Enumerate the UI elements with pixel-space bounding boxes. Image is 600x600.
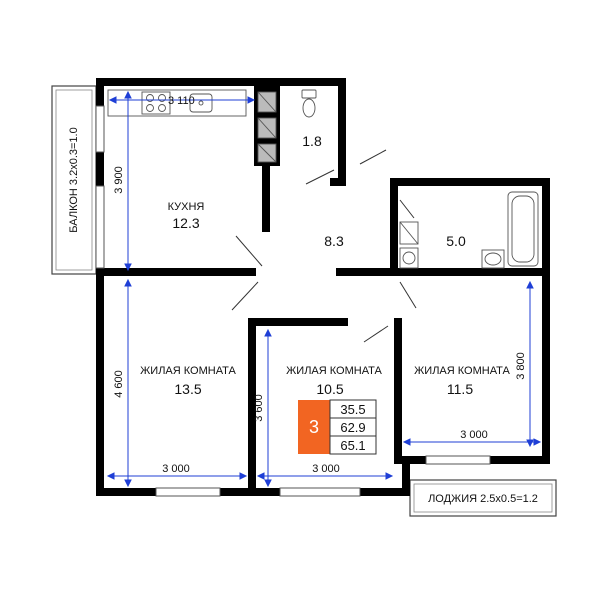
window-kitchen-top — [95, 105, 105, 153]
dim-arrow — [124, 278, 132, 287]
wall-left-kitchen — [96, 152, 104, 186]
dim-right-room-width: 3 000 — [460, 429, 488, 441]
area-badge: 3 35.5 62.9 65.1 — [298, 399, 377, 455]
dim-arrow — [124, 263, 132, 272]
wall-top — [96, 78, 346, 86]
wall-kitchen-living — [96, 268, 256, 276]
badge-rooms-box — [298, 400, 330, 454]
wall-left-lower — [96, 268, 104, 496]
loggia: ЛОДЖИЯ 2.5x0.5=1.2 — [409, 479, 557, 517]
dim-left-room-height: 4 600 — [113, 370, 125, 398]
bathtub-icon — [507, 191, 539, 267]
window-right-room — [425, 455, 491, 465]
kitchen-counter — [107, 89, 247, 117]
dim-arrow — [124, 479, 132, 488]
living-left-name: ЖИЛАЯ КОМНАТА — [140, 365, 236, 377]
sink-icon — [189, 93, 213, 113]
wall-bath-top — [390, 178, 550, 186]
wall-bottom-mid-b — [360, 488, 410, 496]
dim-arrow — [526, 280, 534, 289]
dim-arrow — [256, 472, 265, 480]
door-swing-icon — [399, 199, 415, 219]
wall-bath-left — [390, 178, 398, 274]
wall-right — [542, 178, 550, 464]
dim-kitchen-height: 3 900 — [113, 166, 125, 194]
wall-loggia-top-a — [402, 456, 426, 464]
dim-arrow — [108, 96, 117, 104]
badge-total-area: 62.9 — [340, 420, 365, 435]
dim-arrow — [239, 472, 248, 480]
dim-arrow — [106, 472, 115, 480]
bathroom-area: 5.0 — [446, 233, 466, 249]
balcony: БАЛКОН 3.2x0.3=1.0 — [51, 85, 97, 275]
dimension-lines — [106, 90, 542, 488]
washing-machine-icon — [399, 221, 419, 269]
room-labels: КУХНЯ 12.3 1.8 8.3 5.0 ЖИЛАЯ КОМНАТА 13.… — [140, 133, 510, 397]
dim-arrow — [247, 96, 256, 104]
dim-kitchen-width: 3 110 — [168, 95, 195, 107]
dim-arrow — [526, 439, 534, 448]
door-swings — [231, 149, 417, 343]
dim-arrow — [385, 472, 394, 480]
badge-total-outdoor: 65.1 — [340, 438, 365, 453]
badge-living-area: 35.5 — [340, 402, 365, 417]
door-swing-icon — [363, 325, 389, 343]
balcony-outline — [51, 85, 97, 275]
walls — [96, 78, 550, 496]
kitchen-name: КУХНЯ — [168, 201, 205, 213]
wall-kitchen-hall — [262, 160, 270, 232]
window-middle-room — [279, 487, 361, 497]
badge-values-box — [329, 399, 377, 455]
wall-hall-rooms — [336, 268, 550, 276]
living-middle-area: 10.5 — [316, 381, 343, 397]
living-right-name: ЖИЛАЯ КОМНАТА — [414, 365, 510, 377]
loggia-label: ЛОДЖИЯ 2.5x0.5=1.2 — [428, 493, 538, 505]
wall-left-middle — [248, 318, 256, 496]
balcony-label: БАЛКОН 3.2x0.3=1.0 — [68, 127, 80, 232]
windows — [95, 105, 491, 497]
wall-middle-right — [394, 318, 402, 464]
bathroom-small-area: 1.8 — [302, 133, 322, 149]
dim-middle-room-width: 3 000 — [312, 463, 340, 475]
wall-hall-stub — [330, 178, 346, 186]
dim-arrow — [264, 328, 272, 337]
toilet-icon — [301, 89, 317, 118]
loggia-inner-outline — [413, 483, 553, 513]
dim-arrow — [264, 479, 272, 488]
wall-middle-top — [248, 318, 348, 326]
washbasin-icon — [481, 249, 505, 269]
dim-right-room-height: 3 800 — [515, 352, 527, 380]
window-kitchen — [95, 185, 105, 269]
wall-left-top — [96, 78, 104, 106]
door-swing-icon — [231, 281, 259, 311]
door-swing-icon — [399, 281, 417, 309]
dim-left-room-width: 3 000 — [162, 463, 190, 475]
wall-bottom-mid-a — [248, 488, 280, 496]
loggia-outline — [409, 479, 557, 517]
window-left-room — [155, 487, 221, 497]
wall-loggia-top-b — [490, 456, 550, 464]
dim-arrow — [402, 438, 411, 446]
dim-arrow — [533, 438, 542, 446]
dim-arrow — [124, 90, 132, 99]
living-right-area: 11.5 — [447, 381, 473, 397]
door-swing-icon — [359, 149, 387, 165]
shaft-cells — [257, 91, 277, 163]
kitchen-area: 12.3 — [172, 215, 199, 231]
dim-middle-room-height: 3 600 — [253, 394, 265, 422]
living-middle-name: ЖИЛАЯ КОМНАТА — [286, 365, 382, 377]
wall-loggia-side — [402, 456, 410, 496]
badge-rooms-count: 3 — [309, 417, 319, 437]
hall-area: 8.3 — [324, 233, 344, 249]
stove-icon — [141, 91, 171, 115]
fixtures — [107, 89, 539, 269]
door-swing-icon — [235, 235, 263, 267]
wall-top-right-drop — [338, 78, 346, 186]
door-swing-icon — [305, 169, 335, 185]
living-left-area: 13.5 — [174, 381, 201, 397]
dimension-labels: 3 110 3 900 4 600 3 000 3 600 3 000 3 80… — [113, 95, 527, 475]
balcony-inner-outline — [55, 89, 93, 271]
wall-bottom-left-a — [96, 488, 156, 496]
